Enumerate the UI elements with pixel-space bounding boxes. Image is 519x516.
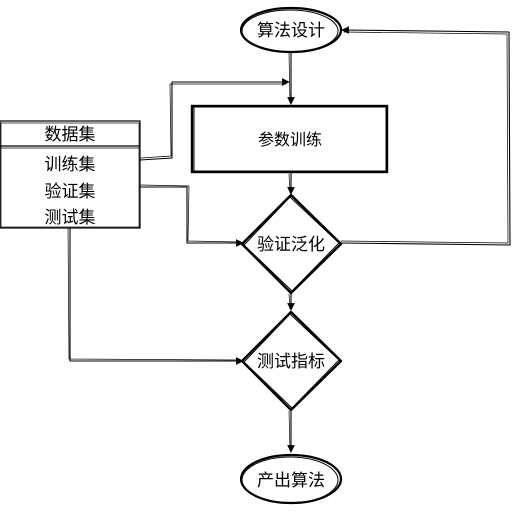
node-validate-generalize-label: 验证泛化 bbox=[257, 235, 325, 255]
dataset-item-train: 训练集 bbox=[45, 155, 96, 175]
node-param-training[interactable]: 参数训练 bbox=[190, 104, 389, 174]
node-algo-design-label: 算法设计 bbox=[257, 21, 325, 41]
node-test-metrics[interactable]: 测试指标 bbox=[240, 310, 343, 412]
node-test-metrics-label: 测试指标 bbox=[257, 352, 325, 372]
dataset-item-val: 验证集 bbox=[45, 182, 96, 202]
node-output-algo-label: 产出算法 bbox=[257, 471, 325, 491]
dataset-item-test: 测试集 bbox=[45, 208, 96, 228]
edge-trainset-to-training bbox=[139, 78, 290, 161]
node-algo-design[interactable]: 算法设计 bbox=[239, 6, 343, 54]
edge-testset-to-test bbox=[69, 225, 244, 365]
edge-valset-to-validate bbox=[139, 186, 244, 247]
edge-validate-loop-back bbox=[339, 26, 511, 246]
dataset-table: 数据集 训练集 验证集 测试集 bbox=[0, 120, 141, 229]
dataset-title: 数据集 bbox=[45, 125, 96, 145]
node-param-training-label: 参数训练 bbox=[258, 130, 322, 149]
node-validate-generalize[interactable]: 验证泛化 bbox=[240, 193, 343, 295]
node-output-algo[interactable]: 产出算法 bbox=[239, 453, 343, 505]
